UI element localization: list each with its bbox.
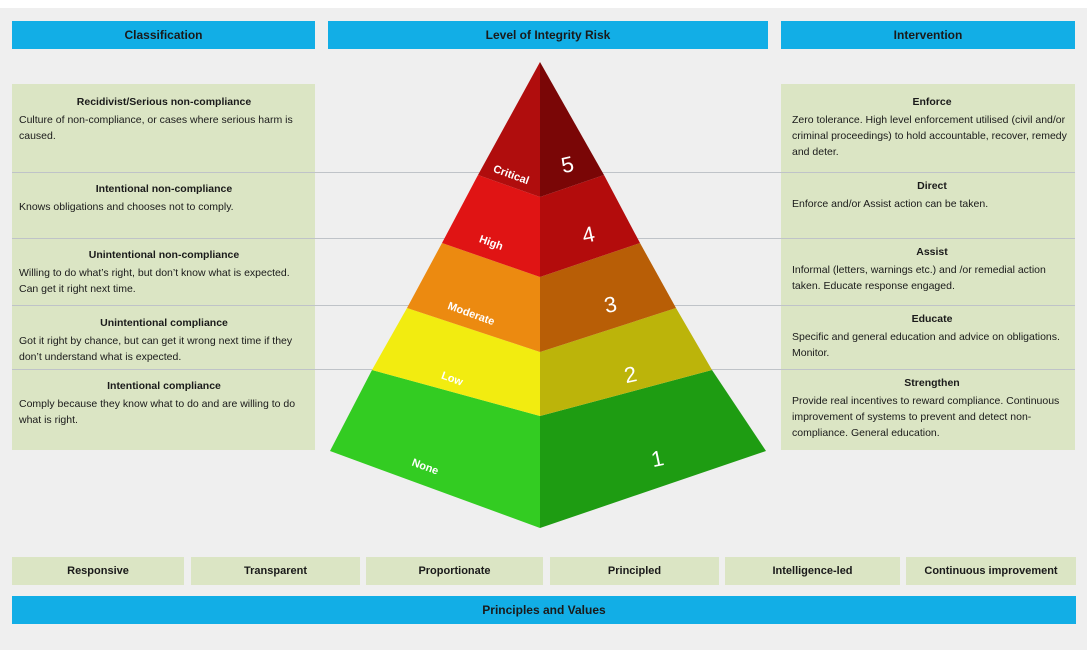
principle-transparent: Transparent [191, 557, 360, 585]
intervention-text: Informal (letters, warnings etc.) and /o… [792, 264, 1046, 292]
pyramid-number-1: 1 [649, 445, 666, 472]
top-border [0, 0, 1087, 8]
pyramid-level-low-right [540, 308, 712, 416]
pyramid-level-none-right [540, 370, 766, 528]
intervention-text: Provide real incentives to reward compli… [792, 395, 1060, 439]
pyramid-number-2: 2 [622, 361, 639, 388]
intervention-direct: Direct Enforce and/or Assist action can … [792, 178, 1072, 212]
classification-unintentional-compliance: Unintentional compliance Got it right by… [19, 315, 309, 365]
classification-header: Classification [12, 21, 315, 49]
pyramid-level-high-left [442, 175, 540, 277]
classification-recidivist: Recidivist/Serious non-compliance Cultur… [19, 94, 309, 144]
classification-text: Culture of non-compliance, or cases wher… [19, 114, 293, 142]
classification-title: Intentional non-compliance [95, 183, 233, 195]
intervention-strengthen: Strengthen Provide real incentives to re… [792, 375, 1072, 441]
intervention-title: Assist [916, 246, 948, 258]
classification-title: Unintentional non-compliance [88, 249, 240, 261]
pyramid-level-low-left [372, 308, 540, 416]
intervention-title: Direct [917, 180, 947, 192]
intervention-enforce: Enforce Zero tolerance. High level enfor… [792, 94, 1072, 160]
intervention-panel [781, 84, 1075, 450]
intervention-title: Strengthen [904, 377, 960, 389]
classification-text: Comply because they know what to do and … [19, 398, 296, 426]
pyramid-level-critical-right [540, 62, 604, 197]
classification-unintentional-non-compliance: Unintentional non-compliance Willing to … [19, 247, 309, 297]
pyramid-level-moderate-right [540, 243, 676, 352]
classification-text: Knows obligations and chooses not to com… [19, 201, 234, 213]
intervention-title: Enforce [912, 96, 952, 108]
classification-intentional-non-compliance: Intentional non-compliance Knows obligat… [19, 181, 309, 215]
classification-title: Intentional compliance [107, 380, 221, 392]
intervention-text: Specific and general education and advic… [792, 331, 1060, 359]
principle-responsive: Responsive [12, 557, 184, 585]
classification-panel [12, 84, 315, 450]
pyramid-level-critical-left [478, 62, 540, 197]
pyramid-level-none-left [330, 370, 540, 528]
classification-title: Unintentional compliance [100, 317, 228, 329]
intervention-text: Zero tolerance. High level enforcement u… [792, 114, 1067, 158]
intervention-title: Educate [911, 313, 953, 325]
risk-level-header: Level of Integrity Risk [328, 21, 768, 49]
pyramid-level-high-right [540, 175, 640, 277]
intervention-text: Enforce and/or Assist action can be take… [792, 198, 989, 210]
pyramid-level-moderate-left [407, 243, 540, 352]
principle-intelligence-led: Intelligence-led [725, 557, 900, 585]
classification-intentional-compliance: Intentional compliance Comply because th… [19, 378, 309, 428]
pyramid-number-4: 4 [580, 221, 597, 248]
principle-principled: Principled [550, 557, 719, 585]
principle-proportionate: Proportionate [366, 557, 543, 585]
intervention-educate: Educate Specific and general education a… [792, 311, 1072, 361]
intervention-assist: Assist Informal (letters, warnings etc.)… [792, 244, 1072, 294]
intervention-header: Intervention [781, 21, 1075, 49]
pyramid-number-3: 3 [602, 291, 619, 318]
classification-text: Willing to do what’s right, but don’t kn… [19, 267, 290, 295]
classification-text: Got it right by chance, but can get it w… [19, 335, 293, 363]
principle-continuous-improvement: Continuous improvement [906, 557, 1076, 585]
principles-values-header: Principles and Values [12, 596, 1076, 624]
pyramid-number-5: 5 [559, 151, 576, 178]
classification-title: Recidivist/Serious non-compliance [76, 96, 252, 108]
